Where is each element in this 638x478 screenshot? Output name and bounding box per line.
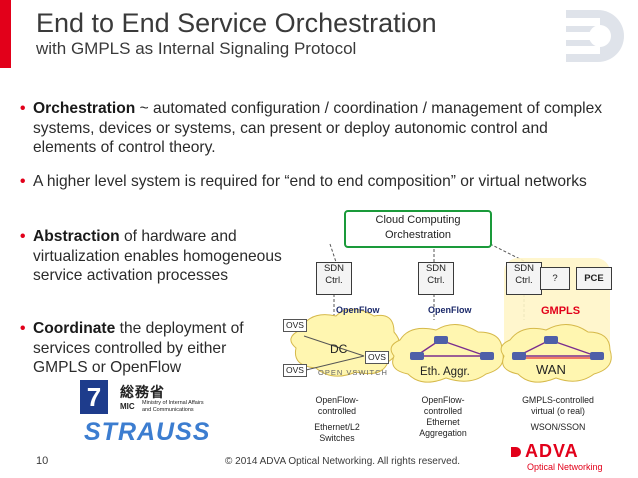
adva-subtitle: Optical Networking	[527, 462, 603, 472]
sdn-label: Ctrl.	[427, 275, 445, 286]
slide-title: End to End Service Orchestration	[36, 8, 437, 38]
bullet-bold: Coordinate	[33, 320, 116, 337]
sdn-controller-eth: SDN Ctrl.	[418, 262, 454, 295]
mic-name-line: Ministry of Internal Affairs	[142, 400, 204, 406]
adva-logo: ADVA	[525, 441, 579, 461]
openflow-label-2: OpenFlow	[428, 305, 472, 315]
bullet-text: ~ automated configuration / coordination…	[33, 100, 603, 156]
dc-link	[305, 355, 365, 371]
bullet-higher-level: • A higher level system is required for …	[20, 172, 613, 192]
question-box: ?	[540, 267, 570, 290]
caption-line: Ethernet	[426, 417, 460, 427]
bullet-bold: Abstraction	[33, 228, 120, 245]
bullet-text: of hardware and virtualization enables h…	[33, 228, 282, 284]
openvswitch-logo: OPEN VSWITCH	[318, 368, 388, 377]
sdn-label: SDN	[425, 263, 447, 274]
caption-line: GMPLS-controlled	[522, 395, 594, 405]
caption-line: OpenFlow-	[315, 395, 359, 405]
mic-abbr: MIC	[120, 402, 135, 411]
sdn-label: Ctrl.	[515, 275, 533, 286]
wan-cloud	[500, 324, 612, 383]
sdn-label: SDN	[323, 263, 345, 274]
bullet-dot: •	[20, 228, 26, 245]
strauss-logo: STRAUSS	[84, 418, 211, 446]
ovs-box: OVS	[283, 364, 307, 377]
bullet-dot: •	[20, 320, 26, 337]
bullet-text: the deployment of services controlled by…	[33, 320, 244, 376]
dc-link	[303, 335, 365, 357]
copyright: © 2014 ADVA Optical Networking. All righ…	[225, 456, 461, 467]
bullet-coordinate: • Coordinate the deployment of services …	[20, 319, 273, 378]
eth-aggr-label: Eth. Aggr.	[420, 366, 470, 378]
fp7-logo-icon: 7	[80, 380, 108, 414]
adva-mark-icon	[560, 10, 624, 62]
switch-nodes	[410, 336, 604, 360]
caption-line: virtual (o real)	[531, 406, 585, 416]
caption-dc: OpenFlow- controlled Ethernet/L2 Switche…	[302, 395, 372, 444]
ovs-box: OVS	[283, 319, 307, 332]
eth-aggr-cloud	[390, 324, 504, 383]
sdn-label: SDN	[513, 263, 535, 274]
orchestrator-label-1: Cloud Computing	[375, 214, 461, 226]
ovs-box: OVS	[365, 351, 389, 364]
sdn-label: Ctrl.	[325, 275, 343, 286]
accent-bar	[0, 0, 11, 68]
caption-wan: GMPLS-controlled virtual (o real) WSON/S…	[508, 395, 608, 433]
mic-name: Ministry of Internal Affairs and Communi…	[142, 400, 204, 414]
caption-line: controlled	[423, 406, 463, 416]
bullet-orchestration: • Orchestration ~ automated configuratio…	[20, 99, 613, 158]
orchestrator-label-2: Orchestration	[384, 229, 452, 241]
dc-label: DC	[330, 342, 348, 356]
sdn-controller-dc: SDN Ctrl.	[316, 262, 352, 295]
caption-line: Ethernet/L2	[314, 422, 360, 432]
bullet-dot: •	[20, 173, 26, 190]
orchestrator-box	[344, 210, 492, 248]
openflow-label-1: OpenFlow	[336, 305, 380, 315]
bullet-text: A higher level system is required for “e…	[33, 173, 587, 190]
slide-subtitle: with GMPLS as Internal Signaling Protoco…	[36, 39, 357, 58]
sdn-controller-wan: SDN Ctrl.	[506, 262, 542, 295]
caption-line: Aggregation	[419, 428, 467, 438]
adva-logo-mark-icon	[511, 447, 521, 457]
gmpls-label: GMPLS	[541, 305, 581, 317]
caption-eth: OpenFlow- controlled Ethernet Aggregatio…	[408, 395, 478, 439]
caption-line: controlled	[317, 406, 357, 416]
caption-line: Switches	[319, 433, 355, 443]
wan-label: WAN	[536, 362, 566, 377]
orchestrator-link	[329, 243, 337, 263]
bullet-bold: Orchestration	[33, 100, 136, 117]
caption-line: OpenFlow-	[421, 395, 465, 405]
pce-box: PCE	[576, 267, 612, 290]
bullet-dot: •	[20, 100, 26, 117]
bullet-abstraction: • Abstraction of hardware and virtualiza…	[20, 227, 295, 286]
mic-name-line: and Communications	[142, 407, 194, 413]
mic-kanji: 総務省	[120, 384, 165, 400]
page-number: 10	[36, 455, 49, 467]
orchestrator-link	[489, 243, 527, 263]
caption-line: WSON/SSON	[530, 422, 586, 432]
